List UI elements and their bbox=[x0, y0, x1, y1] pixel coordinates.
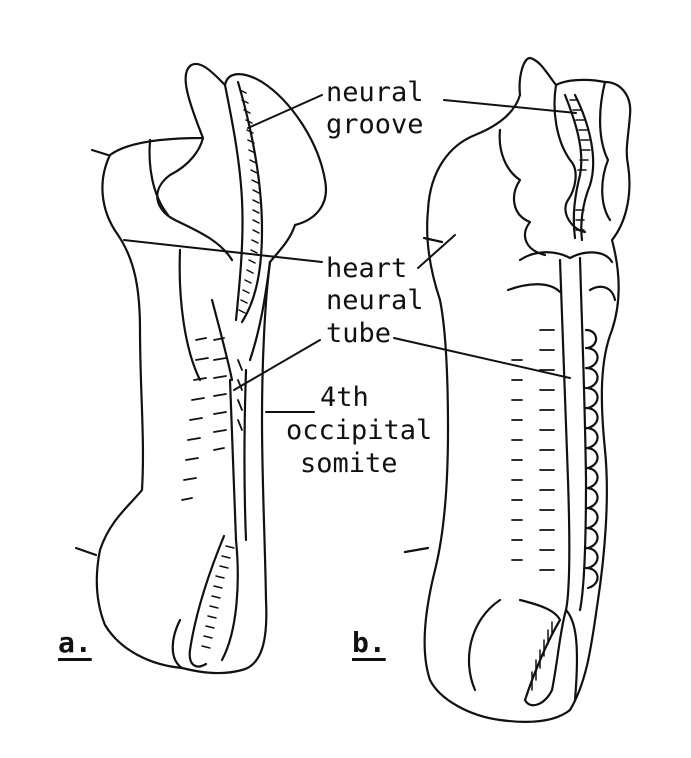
label-neural-tube-line1: neural bbox=[326, 285, 424, 316]
panel-label-a: a. bbox=[58, 626, 92, 659]
label-neural-tube-line2: tube bbox=[326, 318, 392, 349]
embryo-b-outline bbox=[423, 56, 632, 723]
panel-label-b: b. bbox=[352, 626, 386, 659]
leader-lines bbox=[123, 94, 577, 413]
embryo-b bbox=[403, 56, 632, 723]
leader-heart-a bbox=[123, 239, 323, 263]
label-somite-line1: 4th bbox=[320, 382, 369, 413]
embryo-b-tick-top bbox=[422, 236, 444, 244]
label-somite-line2: occipital bbox=[286, 415, 433, 446]
label-somite-line3: somite bbox=[300, 448, 398, 479]
leader-neural-tube-a bbox=[233, 339, 321, 391]
leader-neural-groove-b bbox=[443, 99, 577, 114]
embryo-a-tick-top bbox=[90, 148, 110, 157]
leader-neural-groove-a bbox=[247, 94, 323, 129]
embryo-a-tick-bottom bbox=[74, 546, 98, 557]
label-neural-groove-line1: neural bbox=[326, 77, 424, 108]
label-heart: heart bbox=[326, 253, 408, 284]
embryo-b-tick-bottom bbox=[403, 546, 430, 554]
embryo-a-outline bbox=[95, 63, 328, 675]
leader-heart-b bbox=[417, 234, 456, 269]
label-neural-groove-line2: groove bbox=[326, 109, 424, 140]
embryo-a bbox=[74, 63, 328, 675]
leader-neural-tube-b bbox=[393, 337, 571, 379]
